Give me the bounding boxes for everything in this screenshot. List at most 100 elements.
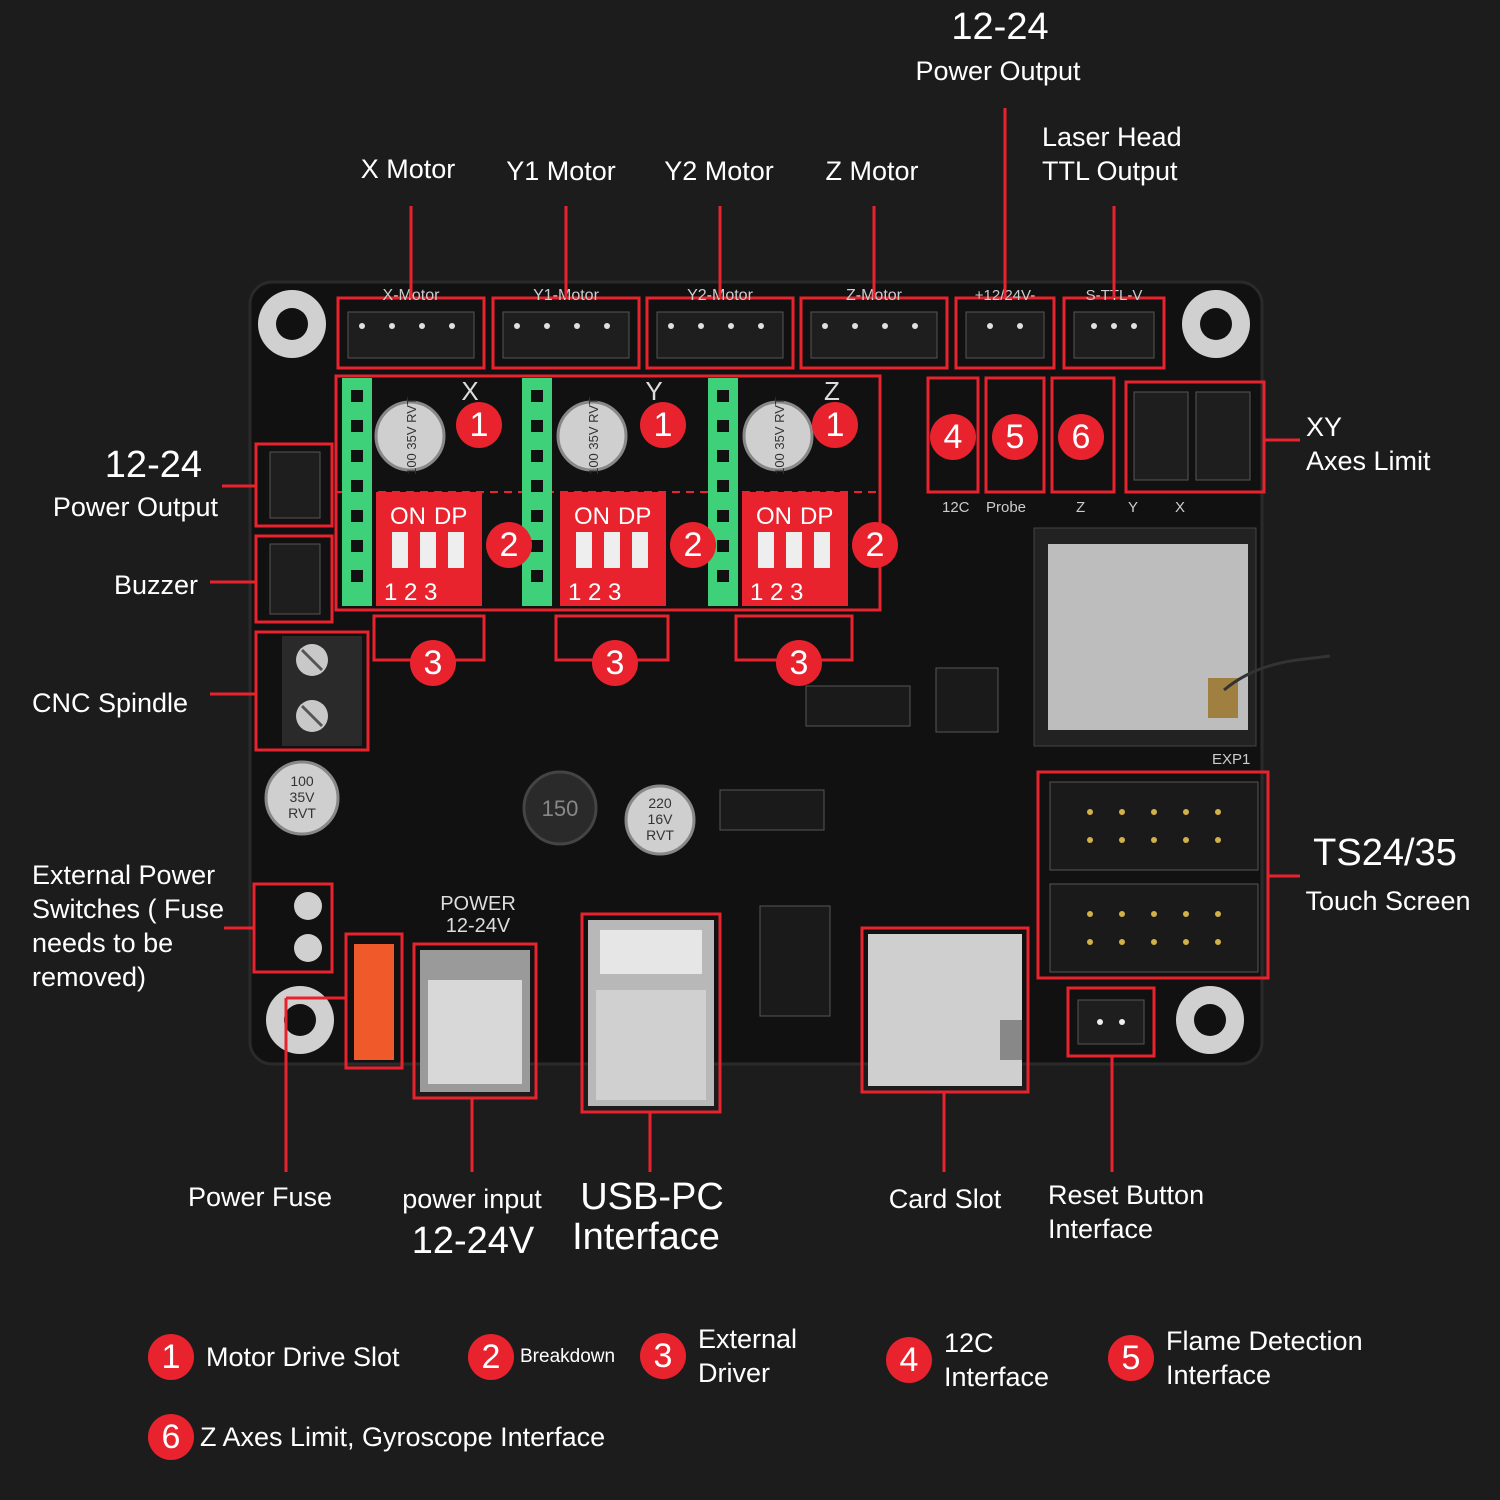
legend-text-4: 12C Interface	[944, 1328, 1050, 1392]
power-output-connector-top: +12/24V-	[954, 287, 1056, 370]
leader-lines	[210, 108, 1300, 1172]
dip-numbers: 1 2 3	[568, 579, 621, 606]
power-fuse	[344, 932, 404, 1070]
top-power-output-voltage: 12-24	[951, 6, 1049, 48]
legend-item-breakdown: 2 Breakdown	[468, 1334, 615, 1380]
mounting-hole-top-left	[258, 290, 326, 358]
inductor: 150	[522, 770, 598, 846]
axis-y-silk: Y	[645, 376, 662, 406]
mounting-hole-bottom-right	[1176, 986, 1244, 1054]
top-power-output-label: Power Output	[915, 56, 1081, 86]
svg-text:RVT: RVT	[288, 805, 316, 821]
svg-text:16V: 16V	[648, 811, 674, 827]
power-silk-voltage: 12-24V	[446, 915, 511, 937]
usb-port	[580, 912, 722, 1114]
power-fuse-label: Power Fuse	[187, 1182, 333, 1212]
buzzer-header	[254, 534, 334, 624]
dip-dp-label: DP	[800, 503, 833, 530]
svg-text:100 35V RVT: 100 35V RVT	[586, 397, 601, 475]
dc-power-jack	[412, 942, 538, 1100]
buzzer-label: Buzzer	[113, 570, 198, 600]
left-power-output-header	[254, 442, 334, 528]
touch-screen-label: Touch Screen	[1305, 886, 1471, 916]
z-limit-silk: Z	[1076, 499, 1085, 516]
power-input-label: power input	[402, 1184, 542, 1214]
legend-item-external-driver: 3 External Driver	[640, 1322, 797, 1390]
legend-text-6: Z Axes Limit, Gyroscope Interface	[200, 1422, 606, 1452]
legend-item-z-axes-limit: 6 Z Axes Limit, Gyroscope Interface	[148, 1414, 605, 1460]
z-limit-header: Z	[1050, 376, 1116, 516]
ttl-output-connector: S-TTL-V	[1062, 287, 1166, 370]
external-power-switches-label: External Power Switches ( Fuse needs to …	[32, 860, 225, 992]
dip-switch-y: ON DP 1 2 3	[560, 492, 666, 606]
legend-badge-2: 2	[468, 1334, 514, 1380]
dip-numbers: 1 2 3	[384, 579, 437, 606]
mounting-hole-top-right	[1182, 290, 1250, 358]
y-limit-silk: Y	[1128, 499, 1138, 516]
power-silk-label: POWER	[440, 893, 516, 915]
legend-item-i2c-interface: 4 12C Interface	[886, 1326, 1049, 1394]
badge-z-axes-limit: 6	[1058, 414, 1104, 460]
z-motor-label: Z Motor	[825, 156, 919, 186]
legend-text-3: External Driver	[698, 1324, 798, 1388]
legend-badge-6: 6	[148, 1414, 194, 1460]
dip-on-label: ON	[574, 503, 610, 530]
connector-pins	[359, 323, 1137, 329]
svg-text:100: 100	[290, 773, 314, 789]
badge-external-driver-z: 3	[776, 640, 822, 686]
usb-pc-label: USB-PC	[580, 1176, 724, 1218]
inductor-silk: 150	[542, 796, 579, 821]
reset-button-label: Reset Button Interface	[1048, 1180, 1205, 1244]
i2c-silk: 12C	[942, 499, 970, 516]
pcb-board	[248, 280, 1264, 1066]
axis-z-silk: Z	[824, 376, 840, 406]
capacitor-middle: 220 16V RVT	[624, 784, 696, 856]
legend-item-motor-drive-slot: 1 Motor Drive Slot	[148, 1334, 400, 1380]
dip-dp-label: DP	[618, 503, 651, 530]
i2c-header: 12C	[926, 376, 980, 516]
usb-interface-label: Interface	[572, 1216, 720, 1258]
badge-breakdown-x: 2	[486, 522, 532, 568]
badge-motor-slot-y: 1	[640, 402, 686, 448]
badge-external-driver-y: 3	[592, 640, 638, 686]
axis-x-silk: X	[461, 376, 478, 406]
badge-breakdown-z: 2	[852, 522, 898, 568]
ic-chip-middle	[805, 685, 911, 727]
left-power-output-label: Power Output	[52, 492, 218, 522]
dip-dp-label: DP	[434, 503, 467, 530]
dip-on-label: ON	[390, 503, 426, 530]
x-motor-label: X Motor	[360, 154, 456, 184]
xy-limit-header: Y X	[1124, 380, 1266, 516]
ic-chip-center	[935, 667, 999, 733]
card-slot-label: Card Slot	[888, 1184, 1002, 1214]
svg-text:100 35V RVT: 100 35V RVT	[404, 397, 419, 475]
external-power-switch-header	[252, 882, 334, 974]
dip-on-label: ON	[756, 503, 792, 530]
wifi-module: EXP1	[1033, 527, 1331, 768]
regulator	[719, 789, 825, 831]
legend-text-5: Flame Detection Interface	[1166, 1326, 1363, 1390]
capacitor-x: 100 35V RVT	[374, 397, 446, 475]
y1-motor-label: Y1 Motor	[506, 156, 616, 186]
badge-flame-detection: 5	[992, 414, 1038, 460]
badge-external-driver-x: 3	[410, 640, 456, 686]
badge-motor-slot-x: 1	[456, 402, 502, 448]
exp1-silk: EXP1	[1212, 751, 1250, 768]
y2-motor-label: Y2 Motor	[664, 156, 774, 186]
xy-axes-limit-label: XY Axes Limit	[1306, 412, 1431, 476]
badge-motor-slot-z: 1	[812, 402, 858, 448]
reset-button-header	[1066, 986, 1156, 1058]
x-limit-silk: X	[1175, 499, 1185, 516]
dip-switch-x: ON DP 1 2 3	[376, 492, 482, 606]
capacitor-z: 100 35V RVT	[742, 397, 814, 475]
dip-numbers: 1 2 3	[750, 579, 803, 606]
badge-i2c-interface: 4	[930, 414, 976, 460]
legend-badge-3: 3	[640, 1333, 686, 1379]
probe-header: Probe	[984, 376, 1046, 516]
cnc-spindle-label: CNC Spindle	[32, 688, 189, 718]
capacitor-y: 100 35V RVT	[556, 397, 628, 475]
badge-breakdown-y: 2	[670, 522, 716, 568]
legend-badge-5: 5	[1108, 1335, 1154, 1381]
legend-text-1: Motor Drive Slot	[206, 1342, 400, 1372]
